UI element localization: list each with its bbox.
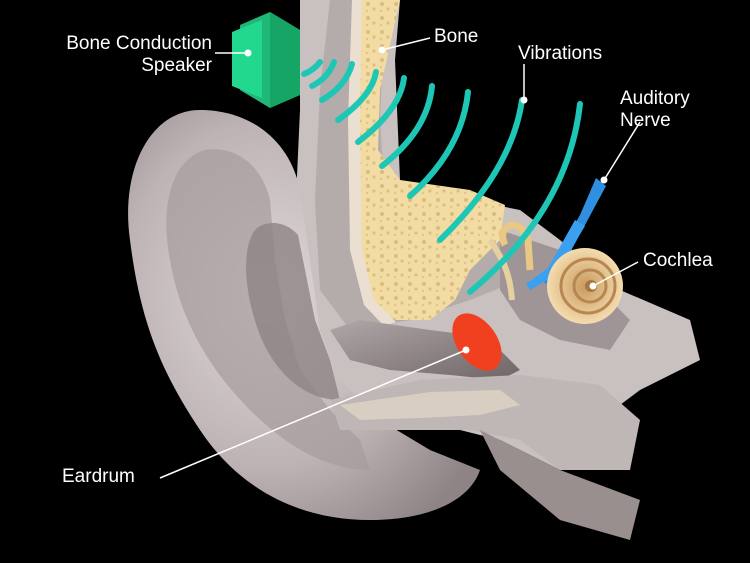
vibration-waves <box>301 59 583 295</box>
semicircular-canal <box>499 221 534 271</box>
bone-cortex <box>348 0 396 326</box>
speaker-label-line2: Speaker <box>141 55 212 76</box>
bone-shape <box>355 0 505 320</box>
speaker-label-line1: Bone Conduction <box>66 33 212 54</box>
concha <box>246 223 340 400</box>
auditory-nerve-branch <box>526 220 585 290</box>
speaker-label: Bone Conduction Speaker <box>22 33 212 77</box>
cochlea-shape <box>547 248 623 324</box>
eardrum-label: Eardrum <box>62 466 135 487</box>
cochlea-label: Cochlea <box>643 250 713 271</box>
auditory-nerve-label-line2: Nerve <box>620 110 671 131</box>
eardrum-shape <box>452 313 502 371</box>
lower-bone <box>340 390 520 420</box>
auditory-nerve-label: Auditory Nerve <box>620 88 690 132</box>
bone-label: Bone <box>434 26 479 47</box>
speaker-device <box>232 12 300 108</box>
auditory-nerve-label-line1: Auditory <box>620 88 690 109</box>
vibrations-label: Vibrations <box>518 43 603 64</box>
leader-dots <box>244 46 608 354</box>
leader-lines <box>159 37 641 479</box>
neck-muscle <box>480 430 640 540</box>
